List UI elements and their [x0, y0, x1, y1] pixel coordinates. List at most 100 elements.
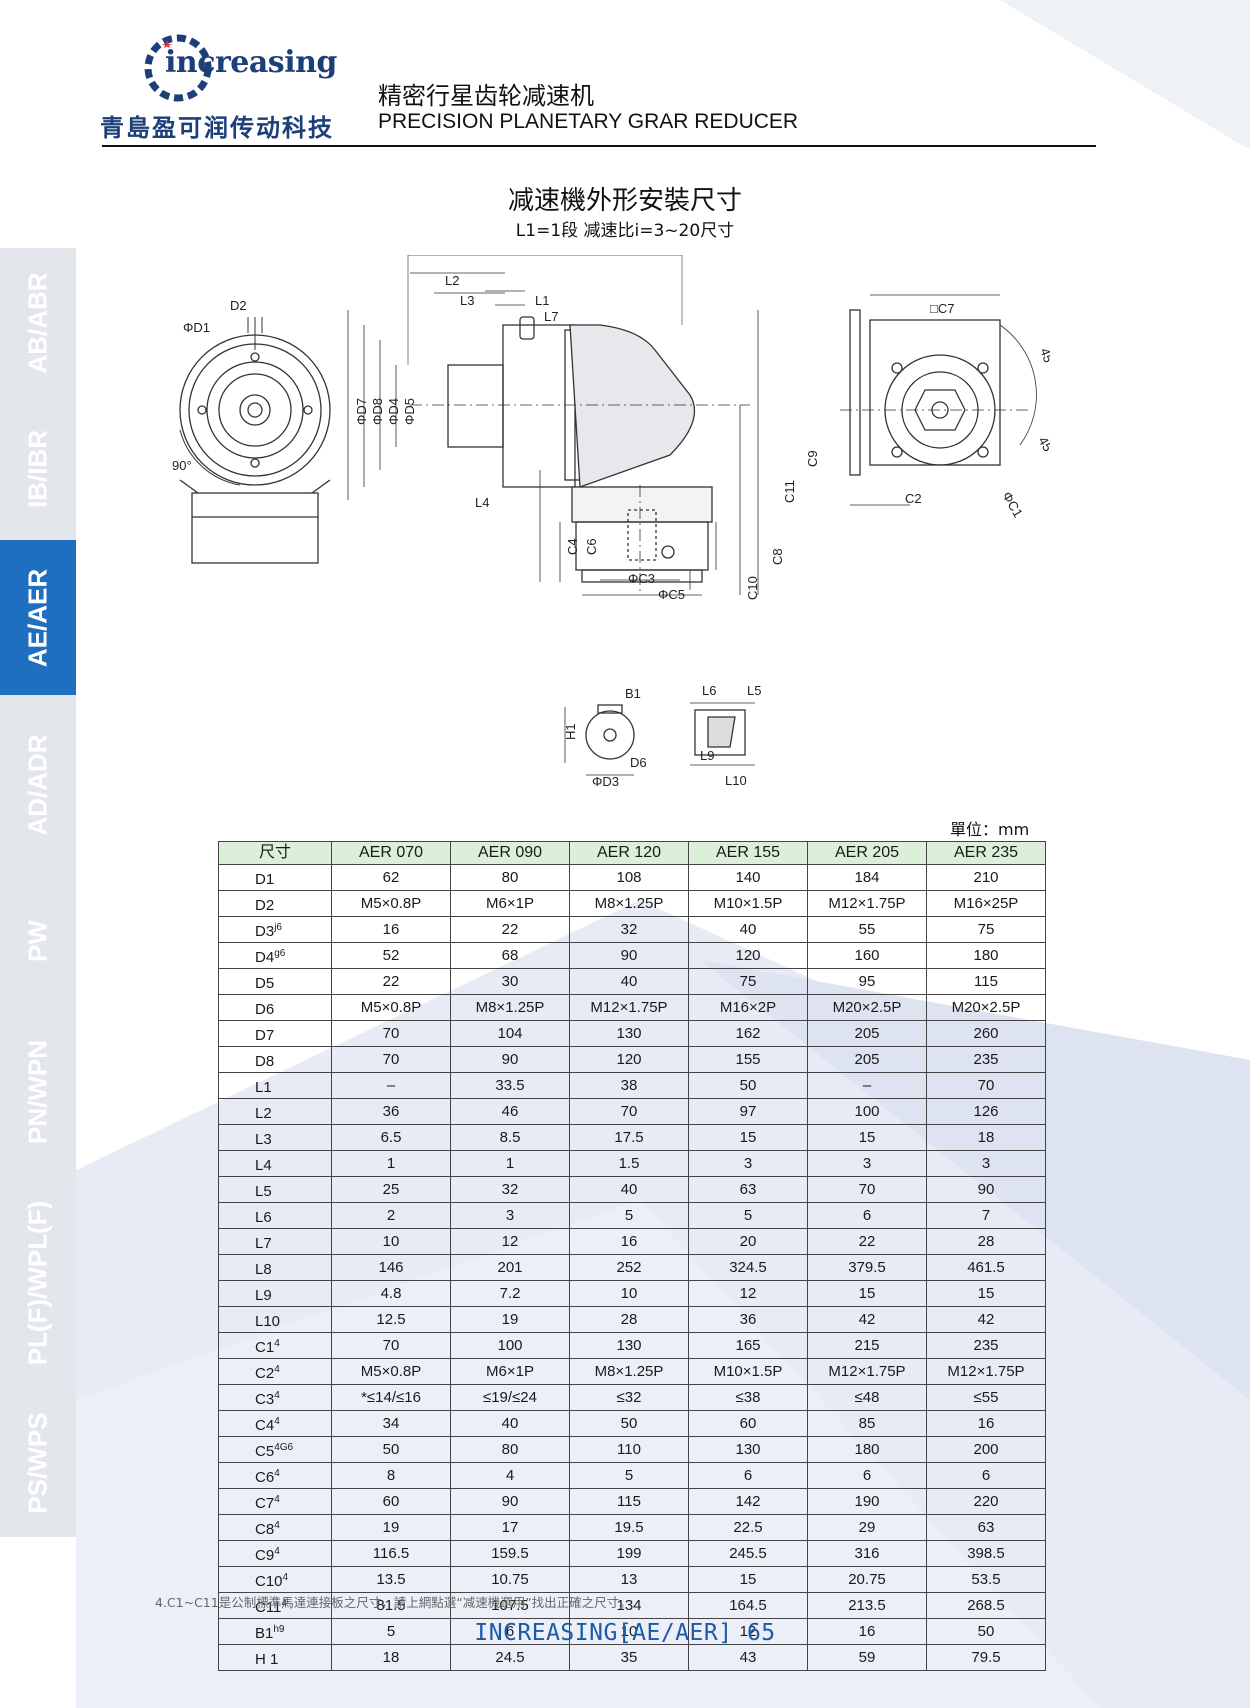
table-cell: M5×0.8P [331, 1357, 451, 1385]
table-cell: 5 [569, 1201, 689, 1229]
table-cell: 70 [331, 1019, 451, 1047]
table-cell: 12 [450, 1227, 570, 1255]
key-detail [564, 704, 635, 776]
table-cell: 15 [807, 1123, 927, 1151]
dimension-table: 尺寸 AER 070 AER 090 AER 120 AER 155 AER 2… [218, 841, 1046, 1671]
table-cell: 68 [450, 941, 570, 969]
tap-detail [690, 702, 755, 766]
row-label: L5 [218, 1175, 332, 1203]
label-b1: B1 [625, 686, 641, 701]
label-c9: C9 [805, 450, 820, 467]
table-cell: 6 [926, 1461, 1046, 1489]
table-cell: M8×1.25P [569, 1357, 689, 1385]
table-cell: 215 [807, 1331, 927, 1359]
row-label: L3 [218, 1123, 332, 1151]
table-cell: 184 [807, 863, 927, 891]
label-c3: ΦC3 [628, 571, 655, 586]
tab-ab-abr[interactable]: AB/ABR [0, 248, 76, 400]
label-l9: L9 [700, 748, 714, 763]
table-cell: 20 [688, 1227, 808, 1255]
table-cell: M12×1.75P [807, 889, 927, 917]
row-label: L1 [218, 1071, 332, 1099]
label-c2: C2 [905, 491, 922, 506]
label-angle-45a: 45° [1037, 346, 1050, 370]
table-cell: 25 [331, 1175, 451, 1203]
row-label: C74 [218, 1487, 332, 1515]
table-cell: 90 [450, 1487, 570, 1515]
label-c11: C11 [782, 480, 797, 503]
table-cell: 18 [331, 1643, 451, 1671]
table-cell: 12 [688, 1279, 808, 1307]
table-cell: 100 [450, 1331, 570, 1359]
label-l6: L6 [702, 683, 716, 698]
table-cell: 235 [926, 1045, 1046, 1073]
table-cell: 55 [807, 915, 927, 943]
side-view [347, 255, 759, 596]
tab-ps-wps[interactable]: PS/WPS [0, 1389, 76, 1539]
table-cell: 53.5 [926, 1565, 1046, 1593]
label-angle-45b: 45° [1035, 434, 1050, 459]
table-cell: M12×1.75P [569, 993, 689, 1021]
table-cell: 22 [450, 915, 570, 943]
table-cell: 3 [688, 1149, 808, 1177]
table-cell: 10 [569, 1279, 689, 1307]
table-cell: 1 [450, 1149, 570, 1177]
header-title-en: PRECISION PLANETARY GRAR REDUCER [378, 110, 799, 133]
table-cell: ≤55 [926, 1383, 1046, 1411]
table-cell: 2 [331, 1201, 451, 1229]
table-cell: 199 [569, 1539, 689, 1567]
table-cell: 15 [926, 1279, 1046, 1307]
table-cell: 162 [688, 1019, 808, 1047]
table-cell: M8×1.25P [569, 889, 689, 917]
label-c10: C10 [745, 576, 760, 600]
table-cell: 24.5 [450, 1643, 570, 1671]
table-cell: M6×1P [450, 889, 570, 917]
table-cell: 324.5 [688, 1253, 808, 1281]
table-cell: 60 [688, 1409, 808, 1437]
label-l4: L4 [475, 495, 489, 510]
table-cell: 116.5 [331, 1539, 451, 1567]
row-label: L8 [218, 1253, 332, 1281]
table-cell: M10×1.5P [688, 1357, 808, 1385]
row-label: D2 [218, 889, 332, 917]
table-cell: M20×2.5P [807, 993, 927, 1021]
table-cell: 200 [926, 1435, 1046, 1463]
table-cell: 252 [569, 1253, 689, 1281]
header-dimension: 尺寸 [218, 841, 332, 865]
table-cell: 30 [450, 967, 570, 995]
table-cell: 142 [688, 1487, 808, 1515]
table-cell: 130 [688, 1435, 808, 1463]
table-cell: 19 [331, 1513, 451, 1541]
tab-pl-wpl[interactable]: PL(F)/WPL(F) [0, 1177, 76, 1391]
table-cell: 120 [688, 941, 808, 969]
tab-ad-adr[interactable]: AD/ADR [0, 695, 76, 877]
unit-label: 單位：mm [950, 820, 1030, 839]
table-cell: 50 [331, 1435, 451, 1463]
table-cell: 15 [807, 1279, 927, 1307]
tab-ib-ibr[interactable]: IB/IBR [0, 398, 76, 542]
tab-pw[interactable]: PW [0, 875, 76, 1009]
table-cell: – [331, 1071, 451, 1099]
tab-ae-aer[interactable]: AE/AER [0, 540, 76, 697]
table-cell: 10 [331, 1227, 451, 1255]
row-label: L10 [218, 1305, 332, 1333]
tab-pn-wpn[interactable]: PN/WPN [0, 1007, 76, 1179]
label-d3: ΦD3 [592, 774, 619, 789]
table-cell: 160 [807, 941, 927, 969]
row-label: D4g6 [218, 941, 332, 969]
label-l1: L1 [535, 293, 549, 308]
table-cell: 140 [688, 863, 808, 891]
label-angle-90: 90° [172, 458, 192, 473]
table-cell: 19 [450, 1305, 570, 1333]
table-cell: 3 [926, 1149, 1046, 1177]
table-cell: 12 [688, 1617, 808, 1645]
